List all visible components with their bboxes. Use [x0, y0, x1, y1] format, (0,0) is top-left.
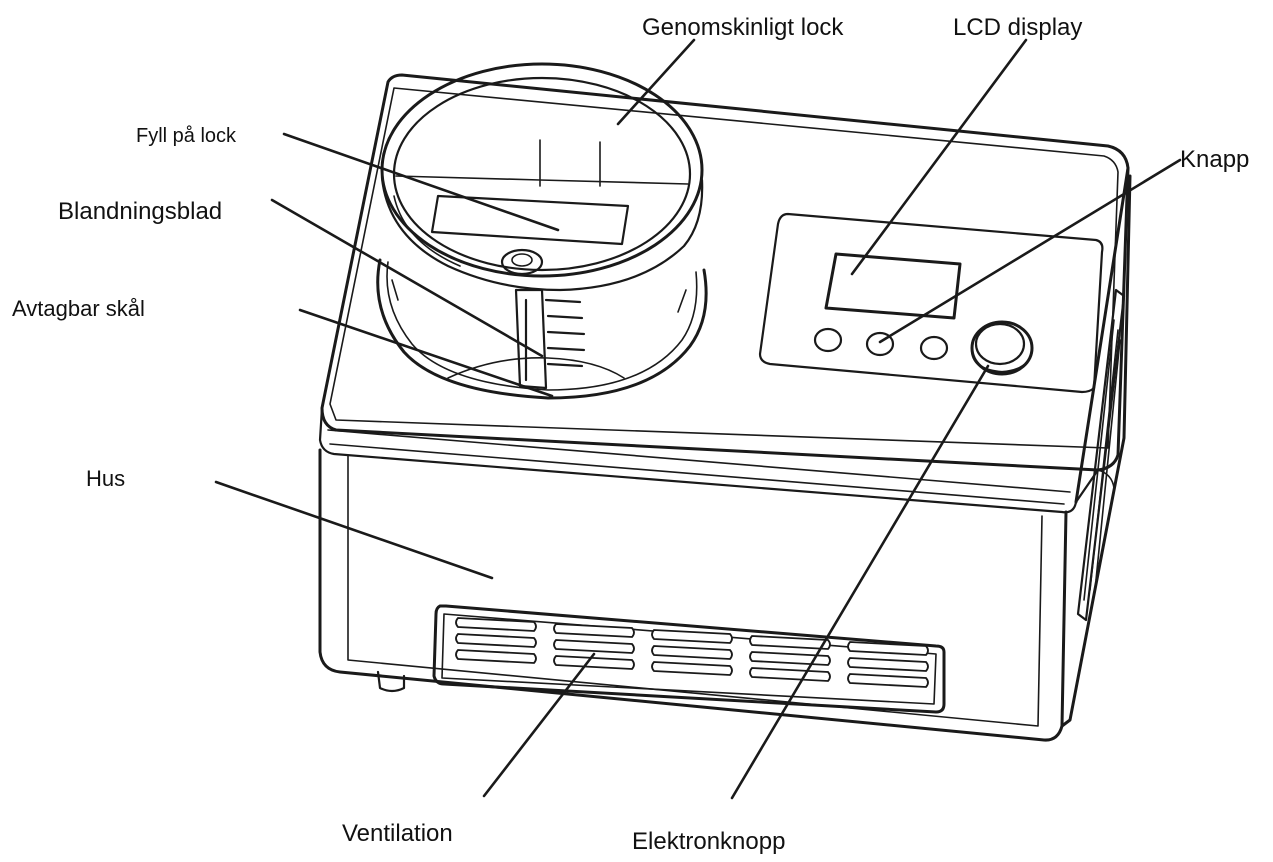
vent-slot — [847, 657, 929, 672]
leader-lcd-display — [850, 38, 1028, 276]
vent-slot — [651, 629, 733, 644]
vent-slot — [651, 661, 733, 676]
vent-slot — [651, 645, 733, 660]
leader-housing — [214, 480, 494, 580]
vent-slot — [553, 655, 635, 670]
leader-fill-lid — [282, 132, 560, 232]
leader-removable-bowl — [298, 308, 554, 398]
removable-bowl — [376, 258, 708, 400]
power-knob — [970, 320, 1034, 376]
vent-slot — [749, 667, 831, 682]
vent-slot — [749, 635, 831, 650]
transparent-lid — [380, 62, 704, 292]
control-panel — [758, 212, 1104, 394]
panel-buttons — [813, 327, 949, 361]
vent-slot — [553, 623, 635, 638]
machine-top-surface — [320, 73, 1130, 489]
vent-slot — [455, 617, 537, 632]
panel-button-3 — [919, 335, 949, 361]
label-transparent-lid: Genomskinligt lock — [642, 14, 844, 41]
leader-power-knob — [730, 364, 990, 800]
lcd-screen — [824, 252, 962, 320]
mixing-blade — [514, 288, 586, 390]
vent-slot — [847, 641, 929, 656]
vent-slot — [749, 651, 831, 666]
panel-button-1 — [813, 327, 843, 353]
vent-slot — [455, 633, 537, 648]
vent-slot — [847, 673, 929, 688]
label-removable-bowl: Avtagbar skål — [12, 296, 145, 321]
panel-button-2 — [865, 331, 895, 357]
label-fill-lid: Fyll på lock — [136, 125, 237, 147]
vent-slot — [455, 649, 537, 664]
leader-lines — [214, 38, 1182, 800]
label-mixing-blade: Blandningsblad — [58, 198, 223, 225]
leader-mixing-blade — [270, 198, 544, 358]
vent-slot — [553, 639, 635, 654]
leader-ventilation — [482, 652, 596, 798]
label-ventilation: Ventilation — [342, 820, 453, 847]
vent-slots — [455, 617, 929, 688]
label-power-knob: Elektronknopp — [632, 828, 786, 855]
leader-transparent-lid — [616, 38, 696, 126]
machine-housing — [318, 166, 1132, 742]
label-housing: Hus — [86, 466, 126, 491]
leader-button — [878, 158, 1182, 344]
label-lcd-display: LCD display — [953, 14, 1083, 41]
label-button: Knapp — [1180, 146, 1250, 173]
